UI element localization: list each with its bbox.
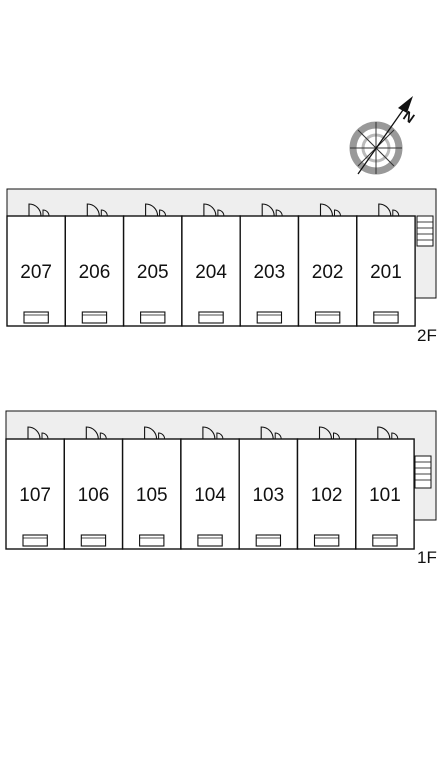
unit-206: 206 [64,203,125,327]
compass-north-arrow-icon: N [349,96,418,175]
balcony [314,311,341,324]
door-icon [378,203,392,217]
unit-number: 105 [136,485,168,506]
balcony [22,534,48,547]
unit-box [296,438,357,550]
unit-number: 101 [369,485,401,506]
unit-204: 204 [181,203,241,327]
door-icon [202,426,216,440]
meter-icon [333,432,340,440]
door-icon [144,426,158,440]
door-icon [260,426,274,440]
door-icon [86,203,100,217]
unit-number: 107 [19,485,51,506]
balcony [313,534,340,547]
balcony [255,534,282,547]
balcony [81,311,108,324]
unit-box [238,438,299,550]
floor-1f: 107 106 105 104 103 102 101 1F [5,410,437,567]
unit-number: 207 [20,262,52,283]
meter-icon [275,209,283,217]
floor-label: 1F [417,548,437,567]
door-icon [28,203,42,217]
meter-icon [217,209,225,217]
stair [414,455,432,489]
unit-203: 203 [239,203,300,327]
meter-icon [334,209,341,217]
unit-number: 106 [78,485,110,506]
unit-106: 106 [63,426,124,550]
door-icon [319,203,334,217]
unit-number: 205 [137,262,169,283]
unit-103: 103 [238,426,299,550]
balcony [198,311,224,324]
balcony [373,311,399,324]
door-icon [203,203,217,217]
balcony [23,311,49,324]
unit-number: 206 [79,262,111,283]
floor-label: 2F [417,326,437,345]
floor-2f: 207 206 205 204 203 202 201 2F [6,188,437,345]
unit-101: 101 [355,426,415,550]
unit-102: 102 [296,426,357,550]
stair [416,215,434,247]
meter-icon [158,432,166,440]
door-icon [261,203,275,217]
meter-icon [159,209,167,217]
unit-201: 201 [356,203,416,327]
door-icon [377,426,391,440]
unit-box [5,438,65,550]
balcony [197,534,223,547]
meter-icon [274,432,282,440]
balcony [80,534,107,547]
meter-icon [41,432,49,440]
unit-number: 203 [253,262,285,283]
unit-box [63,438,124,550]
balcony [140,311,166,324]
unit-104: 104 [180,426,240,550]
unit-207: 207 [6,203,66,327]
unit-box [355,438,415,550]
meter-icon [216,432,224,440]
unit-box [6,215,66,327]
unit-205: 205 [122,203,183,327]
unit-107: 107 [5,426,65,550]
stair-steps [417,221,433,241]
unit-number: 201 [370,262,402,283]
meter-icon [42,209,50,217]
unit-number: 204 [195,262,227,283]
balcony [372,534,398,547]
door-icon [27,426,41,440]
door-icon [318,426,333,440]
balcony [256,311,283,324]
unit-105: 105 [121,426,182,550]
unit-202: 202 [297,203,358,327]
unit-box [64,215,125,327]
meter-icon [100,209,108,217]
unit-number: 102 [311,485,343,506]
stair-steps [415,461,431,481]
door-icon [85,426,99,440]
meter-icon [391,432,399,440]
unit-box [181,215,241,327]
unit-number: 103 [252,485,284,506]
unit-number: 104 [194,485,226,506]
unit-box [297,215,358,327]
door-icon [145,203,159,217]
unit-box [356,215,416,327]
balcony [139,534,165,547]
unit-box [122,215,183,327]
meter-icon [99,432,107,440]
unit-number: 202 [312,262,344,283]
meter-icon [392,209,400,217]
